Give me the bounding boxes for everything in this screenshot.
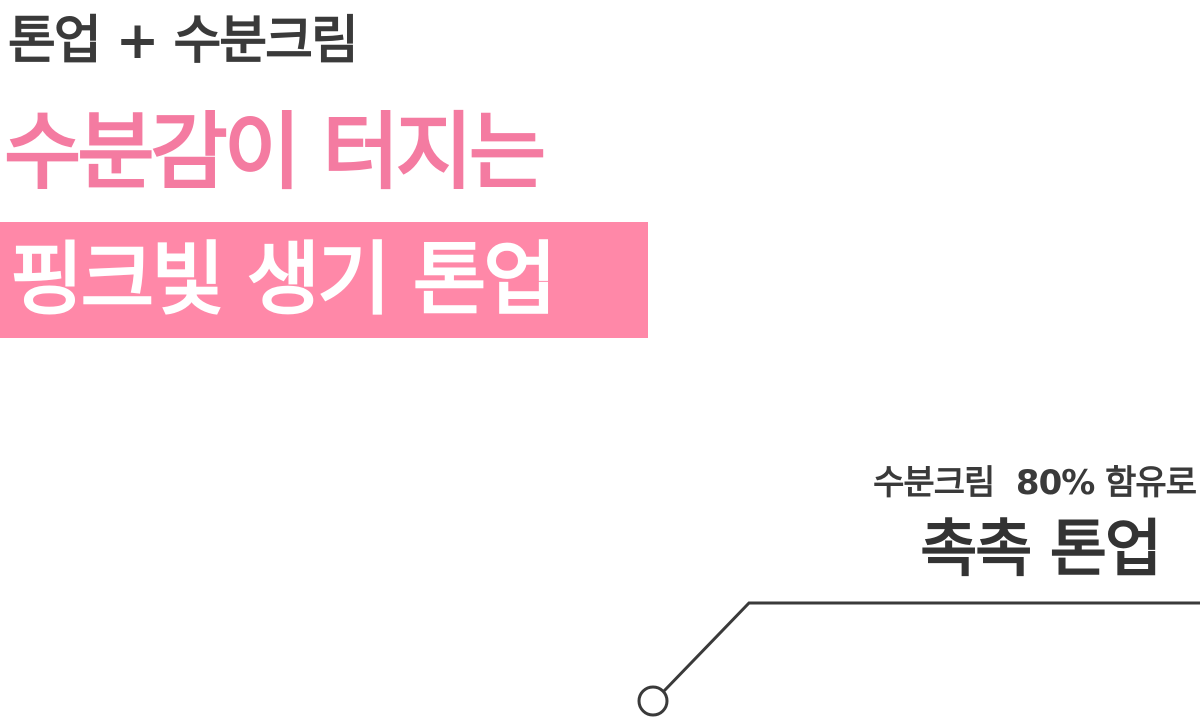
product-subtitle: 톤업 + 수분크림 — [8, 11, 359, 71]
headline-line1: 수분감이 터지는 — [4, 103, 546, 201]
leader-dot-icon — [637, 685, 669, 717]
leader-line — [662, 601, 1200, 693]
callout-title: 촉촉 톤업 — [920, 512, 1162, 585]
headline-line2: 핑크빛 생기 톤업 — [10, 233, 557, 326]
headline-highlight-box: 핑크빛 생기 톤업 — [0, 222, 648, 338]
callout-caption: 수분크림 80% 함유로 — [873, 463, 1197, 503]
